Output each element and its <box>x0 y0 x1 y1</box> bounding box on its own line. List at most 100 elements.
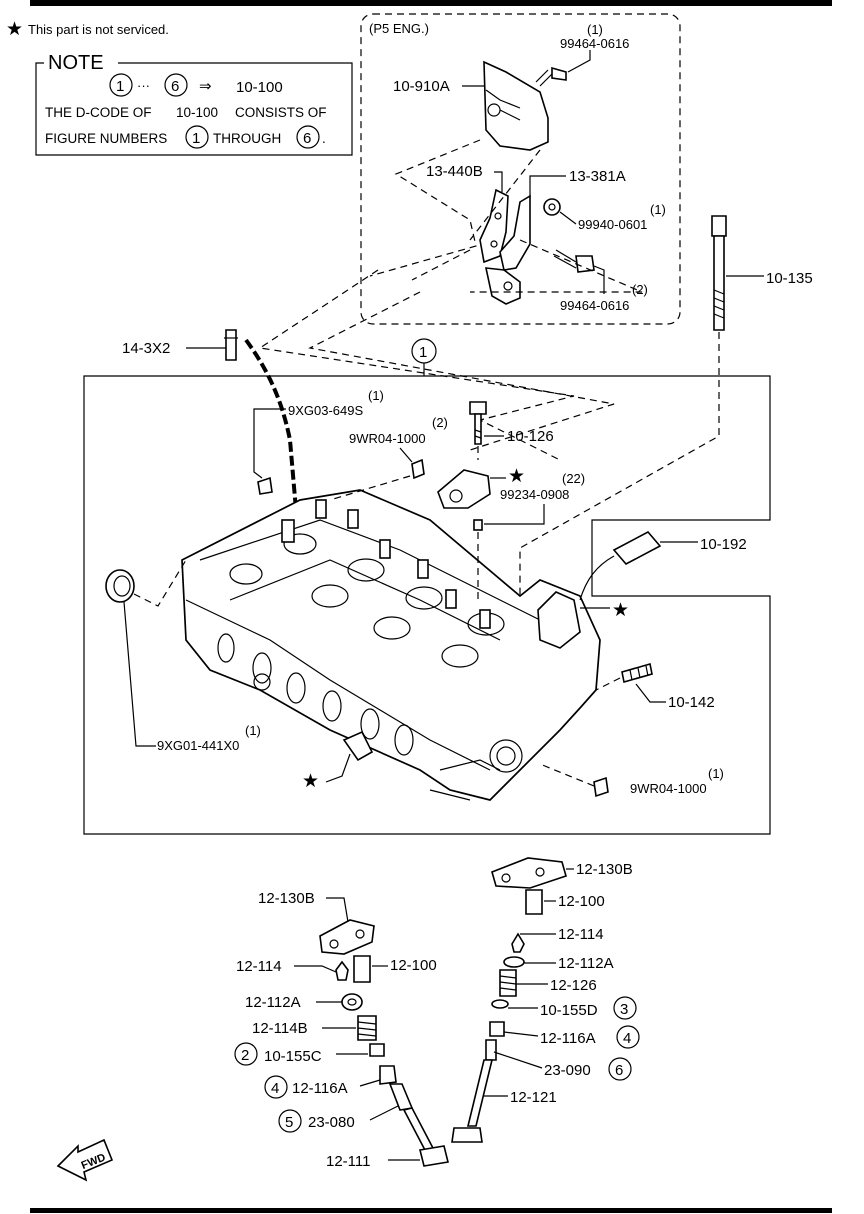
svg-text:THE D-CODE OF: THE D-CODE OF <box>45 105 152 120</box>
svg-text:FIGURE NUMBERS: FIGURE NUMBERS <box>45 131 167 146</box>
note-circle-1 <box>109 73 133 97</box>
callout-3 <box>613 996 637 1020</box>
part-10-142: 10-142 <box>595 662 715 711</box>
part-front-bracket: ★ <box>537 591 629 649</box>
svg-text:4: 4 <box>271 1080 279 1097</box>
label-14-3X2: 14-3X2 <box>122 340 170 357</box>
fwd-arrow-icon: FWD <box>56 1138 114 1182</box>
label-12-114B: 12-114B <box>252 1020 308 1037</box>
part-10-126: 10-126 <box>469 401 554 460</box>
label-12-100-right: 12-100 <box>558 893 605 910</box>
svg-text:···: ··· <box>137 78 150 93</box>
part-cam-cap: ★ <box>437 466 525 509</box>
svg-text:6: 6 <box>303 130 311 147</box>
part-9XG01-441X0: (1) 9XG01-441X0 <box>105 559 261 753</box>
main-frame: 1 <box>83 338 771 835</box>
svg-text:4: 4 <box>623 1030 631 1047</box>
label-12-100-left: 12-100 <box>390 957 437 974</box>
callout-4-right <box>616 1025 640 1049</box>
label-99234-qty: (22) <box>562 471 585 486</box>
part-9WR04-1000-bot: (1) 9WR04-1000 <box>539 763 724 798</box>
lower-star-icon: ★ <box>302 771 319 792</box>
svg-text:10-100: 10-100 <box>176 105 218 120</box>
left-valve-train: 12-130B 12-100 12-114 12-112A 12-114B 2 … <box>234 890 449 1170</box>
legend-text: This part is not serviced. <box>28 22 169 37</box>
callout-5 <box>278 1109 302 1133</box>
label-12-130B-right: 12-130B <box>576 861 633 878</box>
part-10-192: 10-192 <box>579 530 747 601</box>
svg-text:3: 3 <box>620 1001 628 1018</box>
note-title: NOTE <box>48 52 104 74</box>
label-9WR04-bot: 9WR04-1000 <box>630 781 707 796</box>
label-12-112A-right: 12-112A <box>558 955 614 972</box>
label-13-381A: 13-381A <box>569 168 626 185</box>
p5-engine-box: (P5 ENG.) (1) 99464-0616 10-910A 13-440B… <box>360 13 681 325</box>
right-valve-train: 12-130B 12-100 12-114 12-112A 12-126 10-… <box>451 857 640 1143</box>
cam-cap-star-icon: ★ <box>508 466 525 487</box>
legend-star-icon: ★ <box>6 19 23 40</box>
part-9XG03-649S: (1) 9XG03-649S <box>253 388 384 495</box>
label-12-116A-left: 12-116A <box>292 1080 348 1097</box>
label-99464-0616-bot: 99464-0616 <box>560 298 629 313</box>
part-lower-bracket: ★ <box>302 730 374 792</box>
label-9WR04-top: 9WR04-1000 <box>349 431 426 446</box>
svg-text:THROUGH: THROUGH <box>213 131 281 146</box>
svg-text:6: 6 <box>615 1062 623 1079</box>
part-14-3X2: 14-3X2 <box>122 329 298 511</box>
label-99940-0601-qty: (1) <box>650 202 666 217</box>
label-99464-0616-top-qty: (1) <box>587 22 603 37</box>
note-box: NOTE 1 ··· 6 ⇒ 10-100 THE D-CODE OF 10-1… <box>35 52 353 156</box>
label-23-080: 23-080 <box>308 1114 355 1131</box>
svg-text:⇒: ⇒ <box>199 78 212 95</box>
bracket-star-icon: ★ <box>612 600 629 621</box>
label-99940-0601: 99940-0601 <box>578 217 647 232</box>
label-10-155C: 10-155C <box>264 1048 322 1065</box>
label-10-910A: 10-910A <box>393 78 450 95</box>
label-10-135: 10-135 <box>766 270 813 287</box>
callout-4-left <box>264 1075 288 1099</box>
label-12-111: 12-111 <box>326 1153 370 1170</box>
p5-engine-title: (P5 ENG.) <box>369 21 429 36</box>
label-9XG03: 9XG03-649S <box>288 403 363 418</box>
part-10-135: 10-135 <box>711 215 813 331</box>
label-12-114-right: 12-114 <box>558 926 604 943</box>
label-12-114-left: 12-114 <box>236 958 282 975</box>
svg-text:6: 6 <box>171 78 179 95</box>
label-12-112A-left: 12-112A <box>245 994 301 1011</box>
svg-text:2: 2 <box>241 1047 249 1064</box>
label-9WR04-bot-qty: (1) <box>708 766 724 781</box>
label-10-192: 10-192 <box>700 536 747 553</box>
label-99464-0616-top: 99464-0616 <box>560 36 629 51</box>
label-12-116A-right: 12-116A <box>540 1030 596 1047</box>
label-9XG01: 9XG01-441X0 <box>157 738 239 753</box>
svg-text:.: . <box>322 131 326 146</box>
label-99234: 99234-0908 <box>500 487 569 502</box>
top-rule <box>30 0 832 6</box>
label-9XG03-qty: (1) <box>368 388 384 403</box>
label-10-126: 10-126 <box>507 428 554 445</box>
cylinder-head <box>181 489 601 801</box>
label-10-142: 10-142 <box>668 694 715 711</box>
part-99234-0908: (22) 99234-0908 <box>473 471 585 600</box>
label-9WR04-top-qty: (2) <box>432 415 448 430</box>
label-12-126: 12-126 <box>550 977 597 994</box>
label-10-155D: 10-155D <box>540 1002 598 1019</box>
label-12-130B-left: 12-130B <box>258 890 315 907</box>
svg-text:CONSISTS OF: CONSISTS OF <box>235 105 327 120</box>
label-13-440B: 13-440B <box>426 163 483 180</box>
svg-text:1: 1 <box>116 78 124 95</box>
label-23-090: 23-090 <box>544 1062 591 1079</box>
svg-text:5: 5 <box>285 1114 293 1131</box>
svg-text:1: 1 <box>419 344 427 361</box>
note-circle-6 <box>164 73 188 97</box>
label-9XG01-qty: (1) <box>245 723 261 738</box>
callout-6 <box>608 1057 632 1081</box>
label-12-121: 12-121 <box>510 1089 557 1106</box>
part-9WR04-1000-top: (2) 9WR04-1000 <box>329 415 448 501</box>
callout-2 <box>234 1042 258 1066</box>
svg-text:10-100: 10-100 <box>236 79 283 96</box>
svg-text:1: 1 <box>192 130 200 147</box>
bottom-rule <box>30 1208 832 1213</box>
label-99464-0616-bot-qty: (2) <box>632 282 648 297</box>
